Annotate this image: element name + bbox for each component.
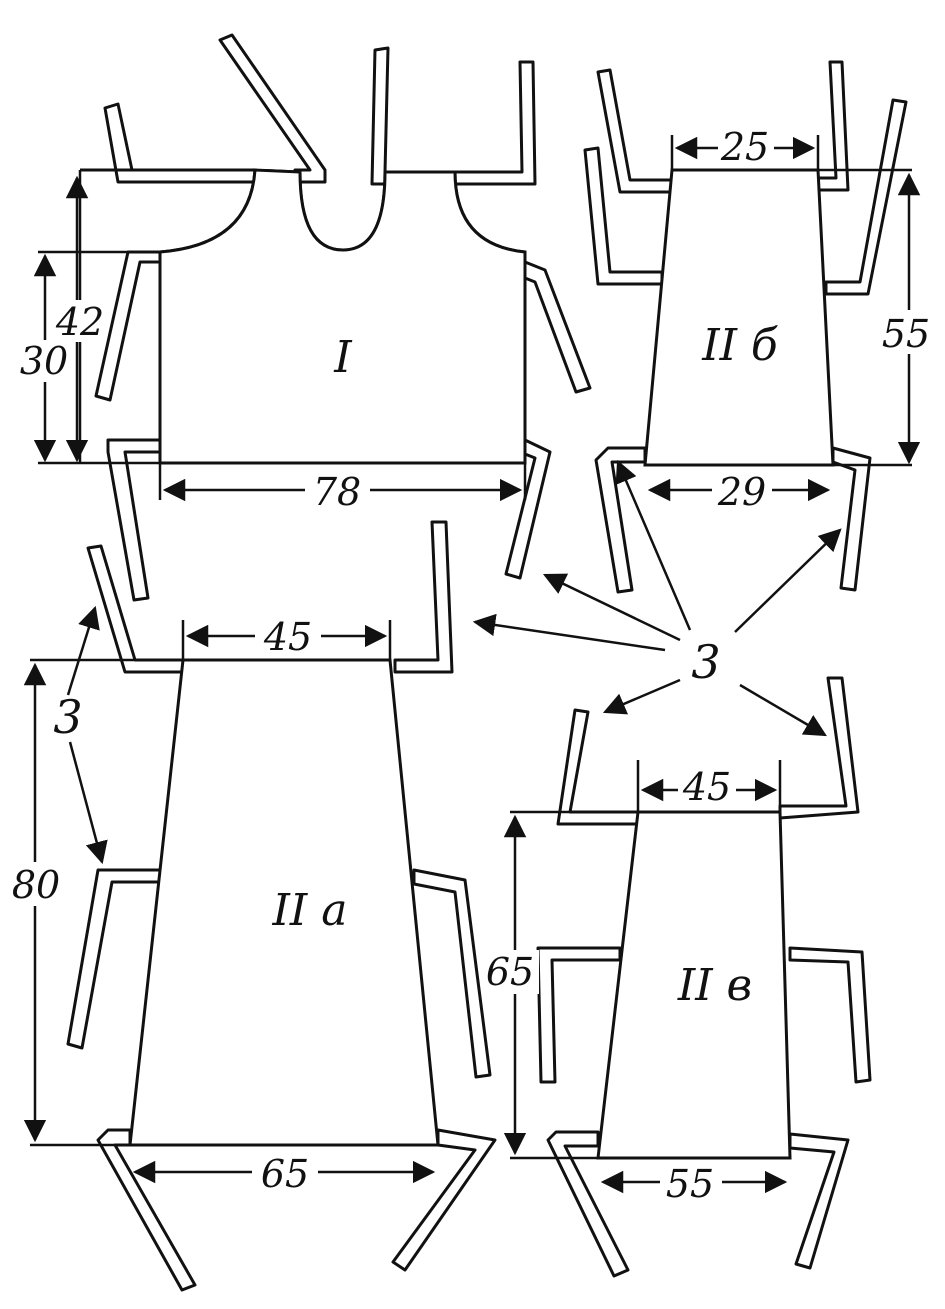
piece-IIb-label: II б	[701, 320, 778, 371]
tab	[393, 520, 454, 674]
piece-IIa: 45 65 80 II a	[8, 520, 497, 1292]
piece-IIv-height-label: 65	[486, 950, 534, 994]
piece-IIv-label: II в	[677, 960, 752, 1011]
piece-I-body	[158, 168, 527, 465]
tab	[453, 60, 537, 186]
tab	[594, 446, 647, 594]
piece-IIb: 25 29 55 II б	[583, 60, 936, 594]
piece-I-inner-height-label: 30	[20, 339, 68, 383]
piece-I-outer-height-label: 42	[55, 300, 104, 344]
piece-IIa-label: II a	[272, 885, 348, 936]
callout-tabs: 3 3	[53, 459, 842, 865]
piece-IIv: 45 55 65 II в	[483, 676, 872, 1278]
piece-IIb-bottom-label: 29	[717, 470, 766, 514]
piece-I-width-label: 78	[313, 470, 361, 514]
tab	[218, 33, 327, 184]
piece-IIa-top-label: 45	[263, 615, 312, 659]
piece-IIv-top-label: 45	[682, 765, 731, 809]
tab	[96, 1128, 197, 1292]
tab	[391, 1128, 497, 1272]
tab	[831, 446, 872, 592]
tab	[94, 250, 162, 402]
tab	[824, 98, 908, 296]
piece-IIv-bottom-label: 55	[666, 1162, 714, 1206]
piece-IIa-height-label: 80	[12, 863, 60, 907]
tab	[106, 438, 162, 602]
piece-IIa-outline	[128, 658, 440, 1147]
callout-label-central: 3	[691, 635, 720, 689]
piece-IIv-outline	[596, 810, 792, 1160]
tab	[370, 46, 457, 186]
tab	[788, 946, 872, 1084]
tab	[523, 260, 592, 394]
tab	[778, 676, 860, 820]
piece-IIa-bottom-label: 65	[261, 1152, 309, 1196]
tab	[788, 1132, 850, 1270]
piece-I: 78 42 30 I	[20, 33, 592, 602]
piece-IIb-outline	[643, 168, 835, 467]
piece-IIb-height-label: 55	[882, 312, 930, 356]
piece-I-label: I	[333, 332, 353, 383]
tab	[596, 68, 674, 194]
piece-IIb-top-label: 25	[720, 125, 769, 169]
tab	[412, 868, 492, 1079]
callout-label-left: 3	[53, 690, 82, 744]
tab	[546, 1130, 630, 1278]
tab	[556, 708, 640, 826]
